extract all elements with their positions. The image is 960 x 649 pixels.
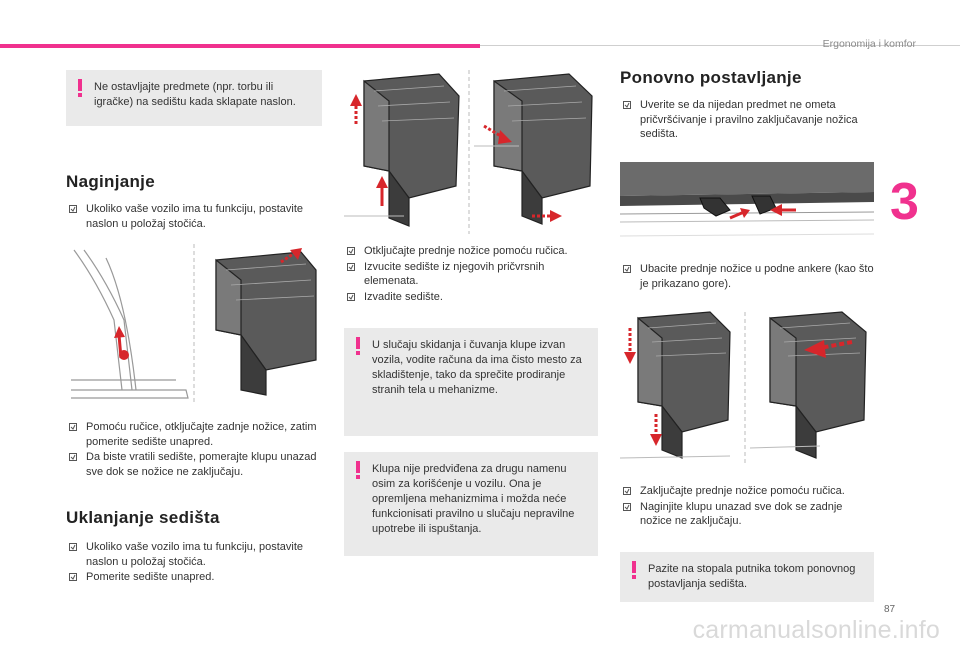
warning-note-feet: Pazite na stopala putnika tokom ponovnog… [620, 552, 874, 602]
chapter-number: 3 [890, 173, 919, 231]
heading-remove: Uklanjanje sedišta [66, 508, 220, 527]
heading-refit: Ponovno postavljanje [620, 68, 802, 87]
warning-note-text: Pazite na stopala putnika tokom ponovnog… [648, 563, 856, 590]
list-item: Otključajte prednje nožice pomoću ručica… [344, 244, 598, 259]
warning-note-storage: U slučaju skidanja i čuvanja klupe izvan… [344, 328, 598, 436]
page-number: 87 [884, 604, 896, 615]
list-item: Ukoliko vaše vozilo ima tu funkciju, pos… [66, 202, 324, 231]
list-item-text: Pomoću ručice, otključajte zadnje nožice… [86, 421, 317, 448]
refit-bullet-list-2: Ubacite prednje nožice u podne ankere (k… [620, 262, 874, 292]
figure-seat-refit [620, 308, 874, 468]
list-item: Pomoću ručice, otključajte zadnje nožice… [66, 420, 324, 449]
bullet-square-icon [69, 423, 77, 431]
illustration-seat-tilt [71, 244, 317, 404]
list-item-text: Pomerite sedište unapred. [86, 571, 215, 583]
list-item-text: Naginjite klupu unazad sve dok se zadnje… [640, 500, 843, 528]
bullet-square-icon [623, 487, 631, 495]
refit-bullet-list-1: Uverite se da nijedan predmet ne ometa p… [620, 98, 874, 143]
illustration-seat-refit [620, 311, 867, 464]
list-item: Izvadite sedište. [344, 290, 598, 305]
chapter-title: Ergonomija i komfor [822, 38, 916, 50]
bullet-square-icon [69, 543, 77, 551]
header-accent-bar [0, 44, 480, 48]
warning-note-objects: Ne ostavljajte predmete (npr. torbu ili … [66, 70, 322, 126]
list-item: Pomerite sedište unapred. [66, 570, 324, 585]
list-item-text: Da biste vratili sedište, pomerajte klup… [86, 451, 317, 478]
list-item: Naginjite klupu unazad sve dok se zadnje… [620, 500, 874, 529]
warning-note-text: Ne ostavljajte predmete (npr. torbu ili … [94, 81, 296, 108]
list-item: Uverite se da nijedan predmet ne ometa p… [620, 98, 874, 142]
warning-exclamation-icon [78, 79, 82, 97]
list-item: Ubacite prednje nožice u podne ankere (k… [620, 262, 874, 291]
watermark: carmanualsonline.info [692, 616, 940, 644]
warning-exclamation-icon [632, 561, 636, 579]
list-item-text: Izvadite sedište. [364, 290, 443, 303]
list-item-text: Zaključajte prednje nožice pomoću ručica… [640, 485, 845, 497]
remove-steps-bullet-list: Otključajte prednje nožice pomoću ručica… [344, 244, 598, 305]
list-item-text: Izvucite sedište iz njegovih pričvrsnih … [364, 260, 545, 288]
bullet-square-icon [347, 292, 355, 301]
list-item-text: Otključajte prednje nožice pomoću ručica… [364, 245, 568, 257]
heading-tilt: Naginjanje [66, 172, 155, 191]
bullet-square-icon [623, 502, 631, 511]
list-item: Da biste vratili sedište, pomerajte klup… [66, 450, 324, 479]
bullet-square-icon [69, 205, 77, 213]
list-item-text: Ukoliko vaše vozilo ima tu funkciju, pos… [86, 203, 304, 230]
header-rule [480, 45, 960, 46]
figure-seat-remove [344, 66, 598, 238]
list-item-text: Ukoliko vaše vozilo ima tu funkciju, pos… [86, 541, 304, 568]
bullet-square-icon [623, 101, 631, 109]
illustration-floor-anchor [620, 162, 874, 237]
bullet-square-icon [623, 265, 631, 273]
bullet-square-icon [347, 262, 355, 271]
refit-bullet-list-3: Zaključajte prednje nožice pomoću ručica… [620, 484, 874, 530]
illustration-seat-remove [344, 70, 593, 234]
warning-exclamation-icon [356, 461, 360, 479]
tilt-after-bullet-list: Pomoću ručice, otključajte zadnje nožice… [66, 420, 324, 480]
figure-floor-anchor [620, 162, 874, 254]
tilt-bullet-list: Ukoliko vaše vozilo ima tu funkciju, pos… [66, 202, 324, 232]
list-item-text: Uverite se da nijedan predmet ne ometa p… [640, 99, 858, 140]
list-item-text: Ubacite prednje nožice u podne ankere (k… [640, 263, 874, 290]
warning-note-text: U slučaju skidanja i čuvanja klupe izvan… [372, 339, 582, 396]
bullet-square-icon [347, 247, 355, 255]
figure-seat-tilt [66, 240, 322, 408]
warning-exclamation-icon [356, 337, 360, 355]
bullet-square-icon [69, 573, 77, 581]
bullet-square-icon [69, 453, 77, 461]
list-item: Zaključajte prednje nožice pomoću ručica… [620, 484, 874, 499]
remove-bullet-list: Ukoliko vaše vozilo ima tu funkciju, pos… [66, 540, 324, 586]
list-item: Izvucite sedište iz njegovih pričvrsnih … [344, 260, 598, 289]
warning-note-purpose: Klupa nije predviđena za drugu namenu os… [344, 452, 598, 556]
warning-note-text: Klupa nije predviđena za drugu namenu os… [372, 463, 575, 535]
list-item: Ukoliko vaše vozilo ima tu funkciju, pos… [66, 540, 324, 569]
